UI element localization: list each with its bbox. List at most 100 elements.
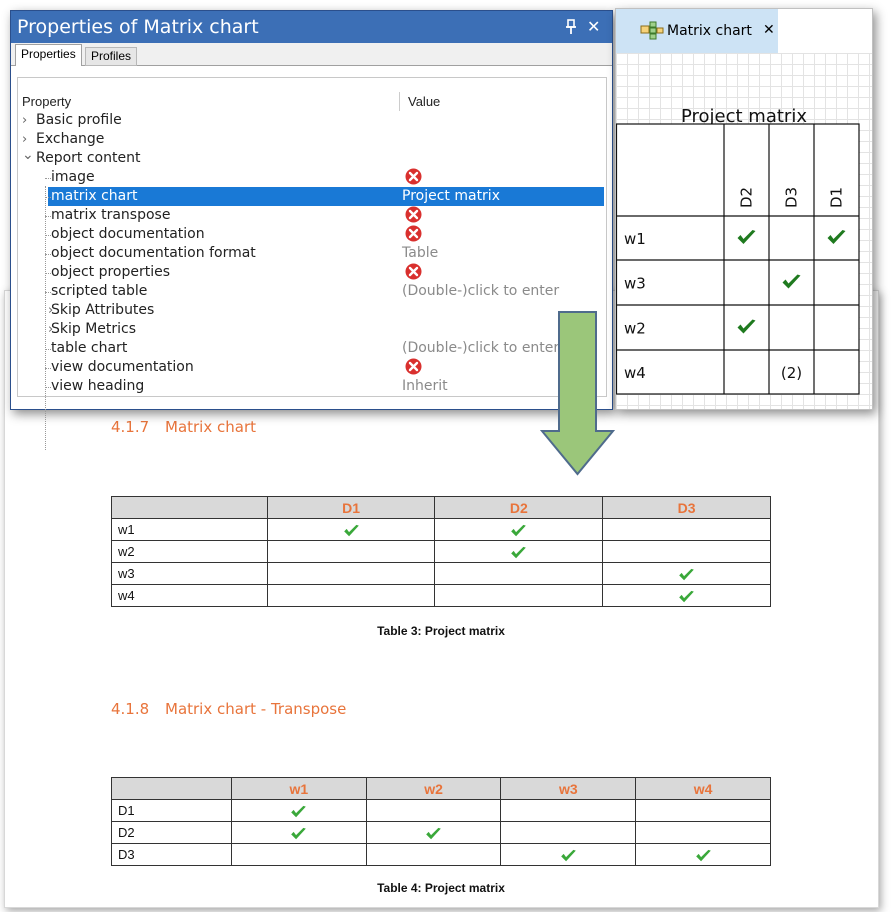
pin-icon[interactable] (565, 11, 577, 43)
table-cell (602, 540, 771, 563)
table-cell (365, 843, 502, 866)
table-header-cell: D2 (434, 496, 604, 519)
table-header-cell (111, 777, 232, 800)
down-arrow-icon (540, 311, 616, 476)
table-cell (500, 799, 637, 822)
tab-properties[interactable]: Properties (15, 44, 82, 66)
table-row-label: w3 (111, 562, 268, 585)
table-cell (434, 518, 604, 541)
property-name: object properties (51, 264, 171, 280)
check-icon (511, 546, 527, 559)
table-row-label: w4 (111, 584, 268, 607)
table-row: w1 (111, 518, 771, 541)
tree-connector-tick (45, 292, 51, 293)
property-row[interactable]: › Exchange (18, 130, 606, 149)
property-name: object documentation (51, 226, 205, 242)
section-heading-matrix-chart: 4.1.7 Matrix chart (111, 418, 256, 436)
property-row[interactable]: view documentation (18, 358, 606, 377)
table-row: D2 (111, 821, 771, 844)
property-grid-header: Property Value (18, 92, 606, 111)
tree-connector-tick (45, 387, 51, 388)
selection-highlight (48, 187, 604, 206)
matrix-cell-text: (2) (781, 364, 802, 382)
table-cell (230, 821, 367, 844)
property-row[interactable]: object properties (18, 263, 606, 282)
property-name: table chart (51, 340, 128, 356)
check-icon (343, 524, 359, 537)
red-x-icon (405, 225, 422, 242)
table-cell (602, 584, 771, 607)
check-icon (679, 568, 694, 581)
tree-connector-tick (45, 349, 51, 350)
property-name: Skip Attributes (51, 302, 155, 318)
red-x-icon (405, 263, 422, 280)
property-row[interactable]: table chart(Double-)click to enter (18, 339, 606, 358)
property-name: image (51, 169, 95, 185)
tree-connector-tick (45, 216, 51, 217)
check-icon (737, 319, 756, 334)
table-row-label: w2 (111, 540, 268, 563)
table-cell (266, 518, 436, 541)
table-row: w2 (111, 540, 771, 563)
property-row[interactable]: ›Basic profile (18, 111, 606, 130)
expand-arrow-icon[interactable]: › (22, 113, 28, 128)
check-icon (561, 849, 576, 862)
table-cell (602, 562, 771, 585)
tab-profiles[interactable]: Profiles (85, 47, 138, 66)
property-value: Table (402, 245, 439, 261)
red-x-icon (405, 206, 422, 223)
collapse-arrow-icon[interactable]: ⌄ (22, 147, 34, 163)
table-header-cell: w3 (500, 777, 637, 800)
property-row[interactable]: ›Skip Metrics (18, 320, 606, 339)
tree-connector-line (45, 186, 46, 450)
table-cell (230, 799, 367, 822)
header-value: Value (408, 94, 441, 109)
matrix-chart-icon (640, 20, 664, 46)
check-icon (511, 524, 527, 537)
tab-matrix-chart[interactable]: Matrix chart ✕ (616, 9, 779, 53)
table-header-cell: w4 (635, 777, 771, 800)
property-grid: Property Value ›Basic profile›Exchange⌄R… (17, 77, 607, 450)
matrix-column-label: D3 (783, 187, 801, 208)
matrix-row-label: w4 (624, 364, 646, 382)
column-divider (399, 92, 400, 111)
table-header-cell: D3 (602, 496, 771, 519)
close-icon[interactable]: ✕ (763, 22, 775, 38)
check-icon (737, 230, 756, 244)
property-value: Project matrix (402, 188, 500, 204)
property-row[interactable]: object documentation (18, 225, 606, 244)
property-row[interactable]: ⌄Report content (18, 147, 606, 168)
expand-arrow-icon[interactable]: › (48, 303, 54, 318)
expand-arrow-icon[interactable]: › (48, 322, 54, 337)
check-icon (679, 590, 694, 603)
red-x-icon (405, 168, 422, 185)
table-row-label: D2 (111, 821, 232, 844)
properties-title-bar: Properties of Matrix chart ✕ (11, 11, 612, 43)
table-cell (230, 843, 367, 866)
property-row[interactable]: scripted table(Double-)click to enter (18, 282, 606, 301)
property-row[interactable]: ›Skip Attributes (18, 301, 606, 320)
table-row: D1 (111, 799, 771, 822)
table-cell (434, 540, 604, 563)
property-row[interactable]: image (18, 168, 606, 187)
expand-arrow-icon[interactable]: › (22, 132, 28, 147)
section-title: Matrix chart (165, 418, 256, 436)
section-number: 4.1.7 (111, 418, 150, 436)
property-name: Exchange (36, 131, 105, 147)
property-row[interactable]: matrix transpose (18, 206, 606, 225)
close-icon[interactable]: ✕ (587, 17, 601, 36)
table-cell (434, 584, 604, 607)
section-number: 4.1.8 (111, 700, 150, 718)
table-cell (365, 821, 502, 844)
property-name: Report content (36, 150, 141, 166)
table-caption: Table 3: Project matrix (377, 624, 505, 638)
check-icon (695, 849, 711, 862)
